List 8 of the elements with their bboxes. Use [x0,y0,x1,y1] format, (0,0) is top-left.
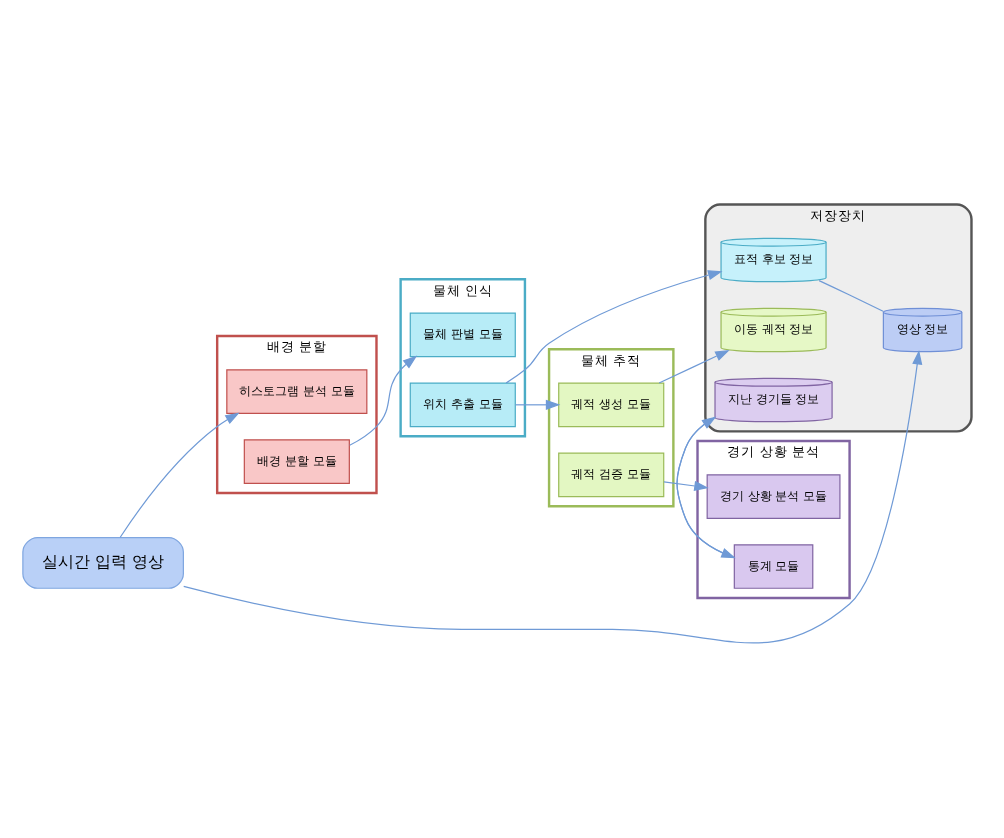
arrow [658,349,730,384]
arrow [119,412,240,538]
arrow [505,270,723,384]
arrow [183,349,923,644]
arrow [663,480,709,491]
arrow [514,399,561,410]
connector [818,280,884,312]
arrow [349,355,418,446]
